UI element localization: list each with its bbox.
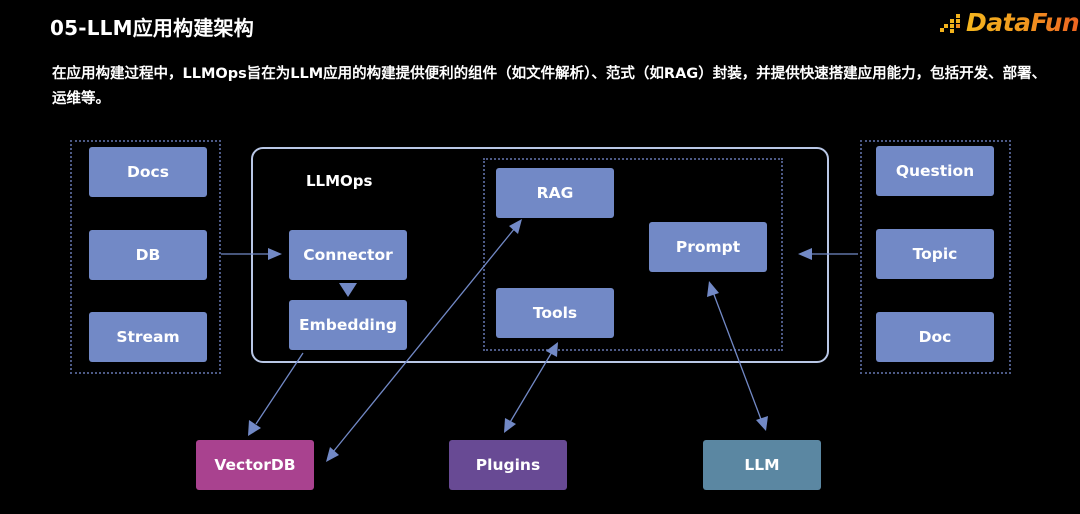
page-description: 在应用构建过程中，LLMOps旨在为LLM应用的构建提供便利的组件（如文件解析）… bbox=[52, 66, 1047, 107]
llmops-label: LLMOps bbox=[306, 172, 373, 190]
node-connector: Connector bbox=[289, 230, 407, 280]
node-db: DB bbox=[89, 230, 207, 280]
inputs-group bbox=[860, 140, 1011, 374]
node-topic: Topic bbox=[876, 229, 994, 279]
arrowhead-icon bbox=[756, 416, 768, 431]
logo-dots-icon bbox=[940, 12, 964, 33]
node-prompt: Prompt bbox=[649, 222, 767, 272]
node-docs: Docs bbox=[89, 147, 207, 197]
node-doc: Doc bbox=[876, 312, 994, 362]
node-question: Question bbox=[876, 146, 994, 196]
node-stream: Stream bbox=[89, 312, 207, 362]
node-embedding: Embedding bbox=[289, 300, 407, 350]
node-tools: Tools bbox=[496, 288, 614, 338]
node-plugins: Plugins bbox=[449, 440, 567, 490]
logo-text: DataFun. bbox=[966, 8, 1080, 37]
node-vectordb: VectorDB bbox=[196, 440, 314, 490]
edge-embedding-vectordb bbox=[255, 352, 304, 425]
sources-group bbox=[70, 140, 221, 374]
datafun-logo: DataFun. bbox=[940, 6, 1080, 38]
node-llm: LLM bbox=[703, 440, 821, 490]
arrowhead-icon bbox=[504, 418, 516, 433]
arrowhead-icon bbox=[326, 447, 339, 462]
page-title: 05-LLM应用构建架构 bbox=[50, 16, 254, 40]
node-rag: RAG bbox=[496, 168, 614, 218]
arrowhead-icon bbox=[248, 420, 261, 436]
